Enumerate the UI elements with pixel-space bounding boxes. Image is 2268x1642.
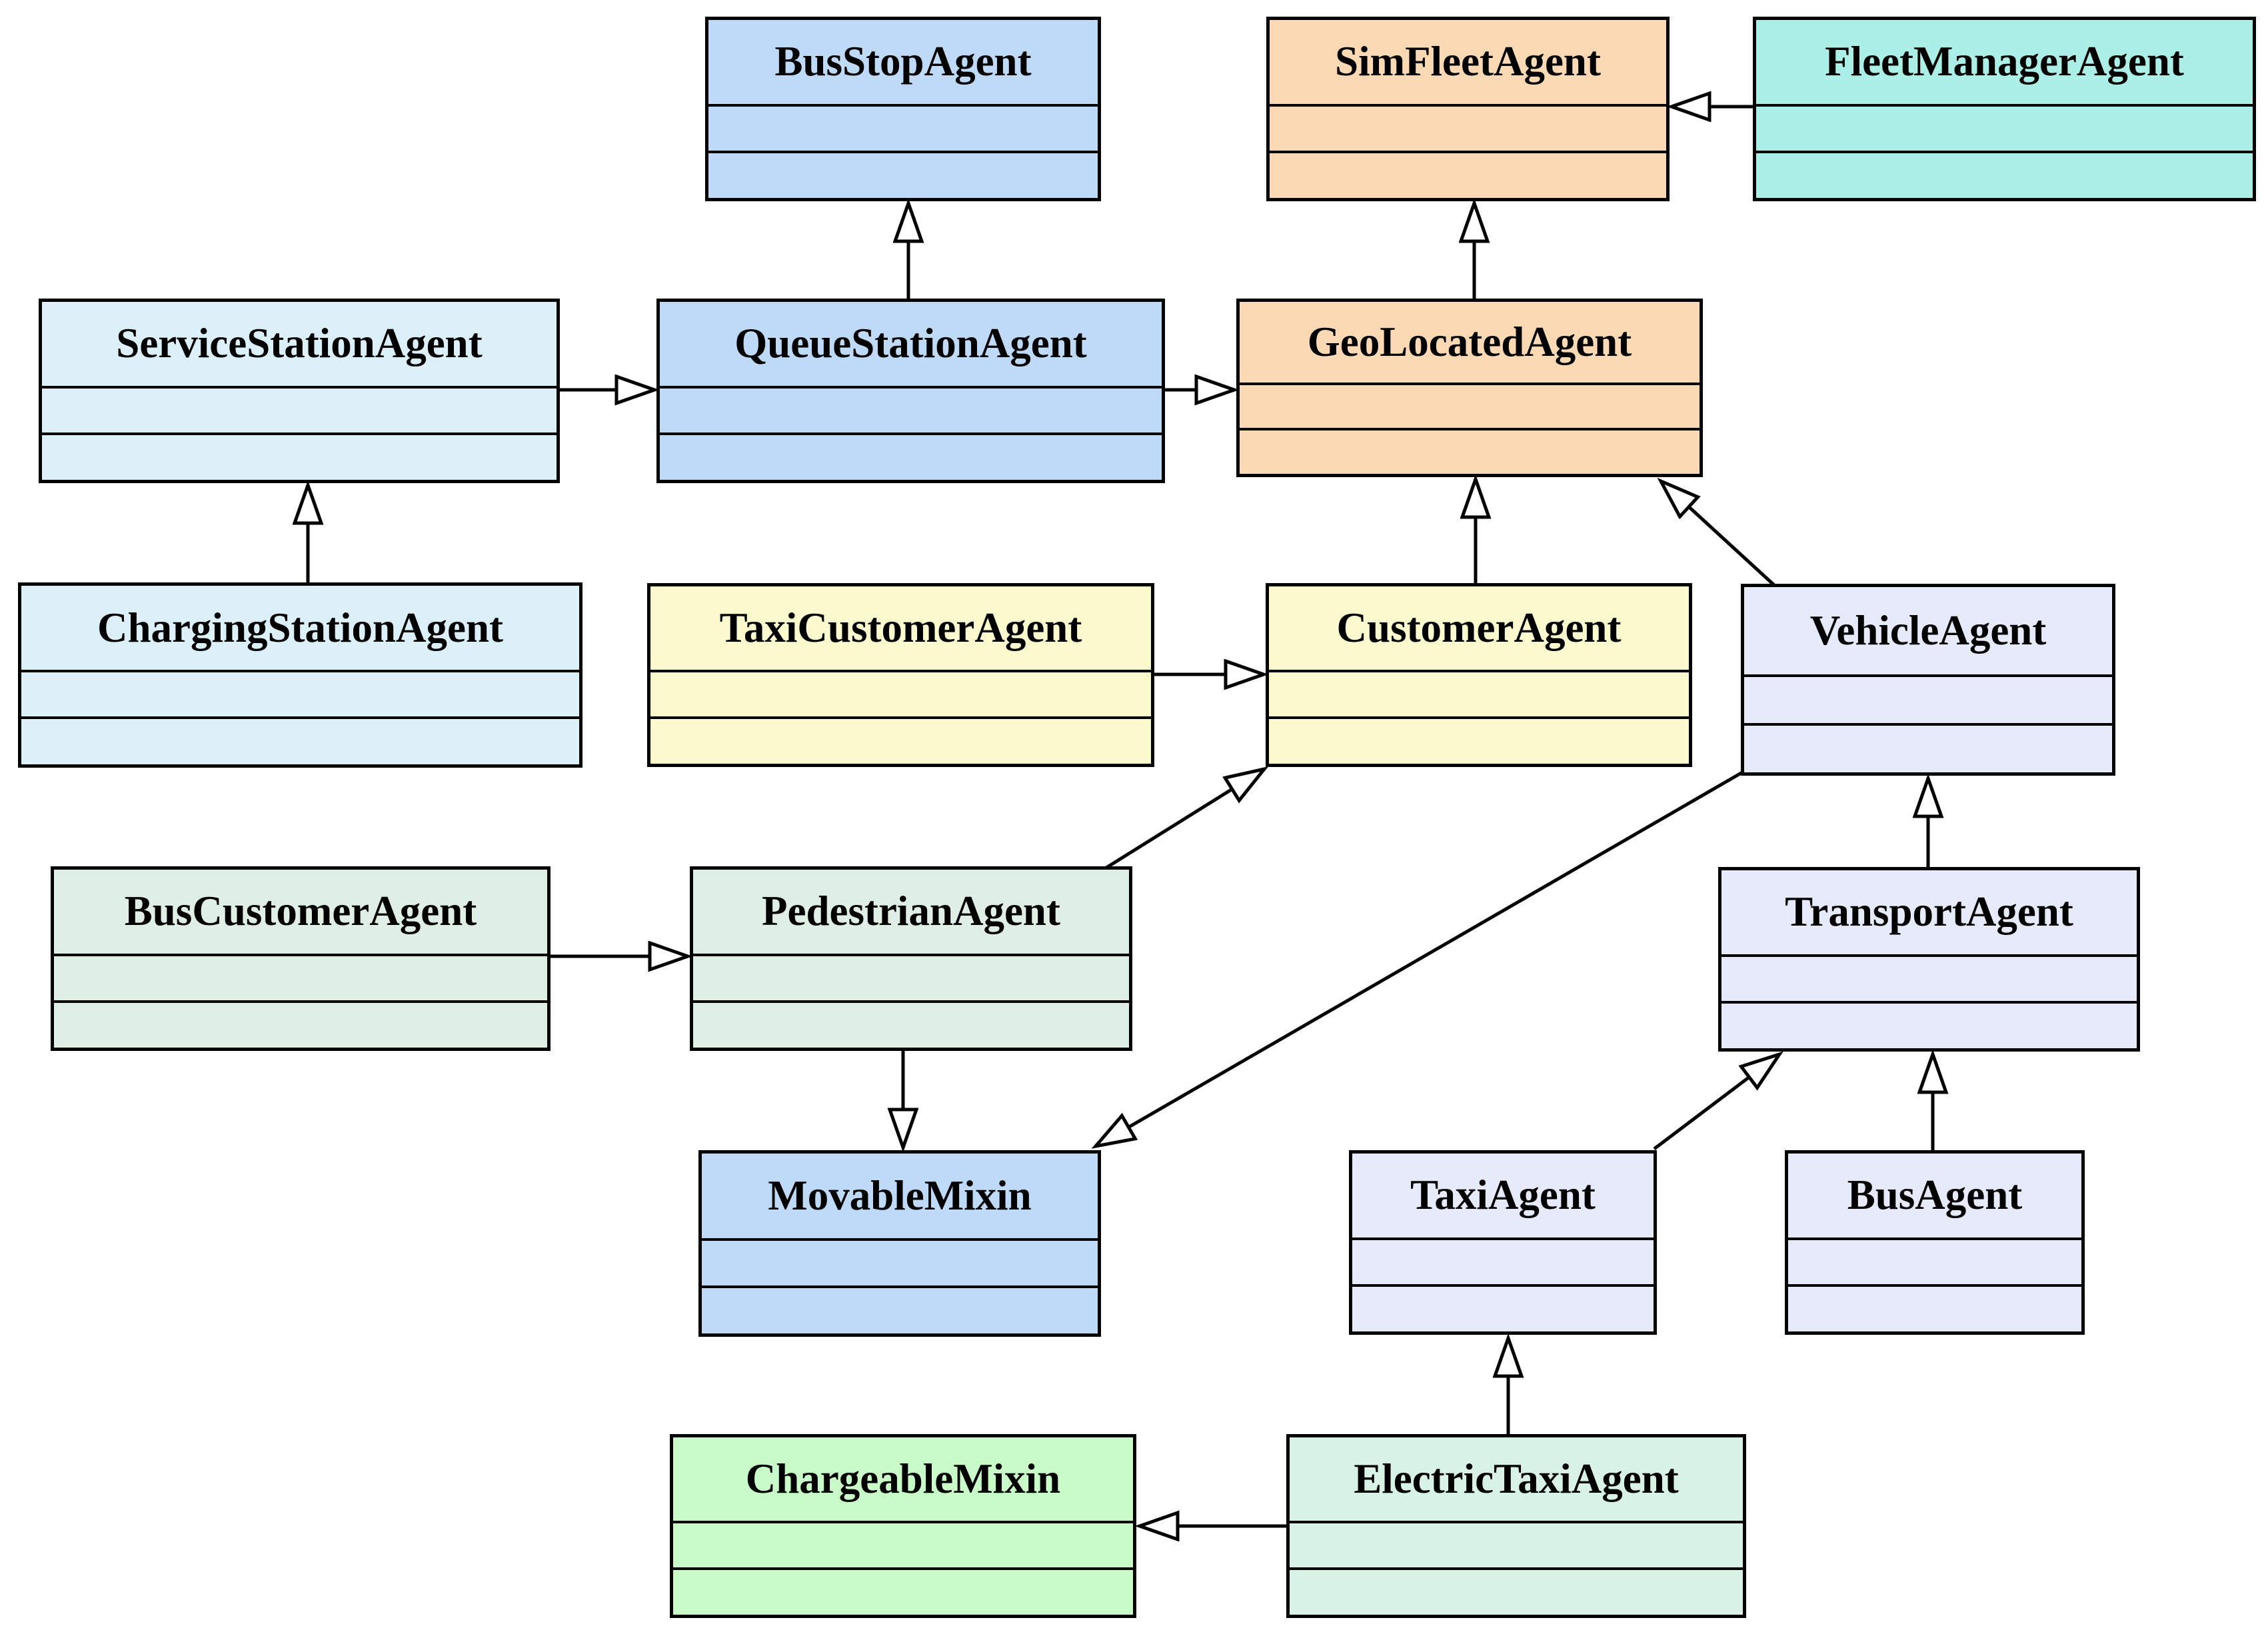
methods-compartment — [1721, 1000, 2137, 1048]
attributes-compartment — [1269, 670, 1689, 716]
class-box-bus-stop-agent: BusStopAgent — [705, 17, 1101, 201]
methods-compartment — [673, 1567, 1133, 1615]
class-box-customer-agent: CustomerAgent — [1266, 583, 1692, 767]
attributes-compartment — [1721, 954, 2137, 1001]
class-title: MovableMixin — [768, 1172, 1032, 1220]
class-box-taxi-customer-agent: TaxiCustomerAgent — [647, 583, 1154, 767]
attributes-compartment — [702, 1238, 1098, 1285]
class-box-movable-mixin: MovableMixin — [698, 1150, 1101, 1337]
attributes-compartment — [650, 670, 1151, 716]
class-box-pedestrian-agent: PedestrianAgent — [690, 866, 1132, 1051]
edge-taxiagent-to-transportagent — [1653, 1054, 1779, 1150]
methods-compartment — [1240, 428, 1700, 474]
methods-compartment — [1788, 1283, 2081, 1331]
class-title: BusStopAgent — [774, 38, 1032, 85]
methods-compartment — [660, 432, 1162, 480]
class-title: TaxiCustomerAgent — [719, 604, 1082, 652]
attributes-compartment — [21, 670, 579, 716]
class-title: CustomerAgent — [1336, 604, 1622, 652]
class-box-geo-located-agent: GeoLocatedAgent — [1236, 299, 1703, 477]
class-box-queue-station-agent: QueueStationAgent — [656, 299, 1165, 483]
methods-compartment — [1270, 150, 1666, 198]
methods-compartment — [42, 432, 557, 480]
attributes-compartment — [54, 953, 547, 1000]
attributes-compartment — [708, 103, 1098, 151]
class-title: GeoLocatedAgent — [1307, 319, 1632, 366]
class-box-bus-agent: BusAgent — [1785, 1150, 2085, 1335]
edge-vehicleagent-to-movablemixin — [1096, 770, 1745, 1146]
class-box-service-station-agent: ServiceStationAgent — [39, 299, 560, 483]
class-title: ChargeableMixin — [745, 1455, 1061, 1503]
methods-compartment — [702, 1285, 1098, 1333]
class-title: BusCustomerAgent — [124, 888, 477, 935]
class-box-electric-taxi-agent: ElectricTaxiAgent — [1286, 1434, 1746, 1618]
class-title: ElectricTaxiAgent — [1354, 1455, 1679, 1503]
edge-pedestrianagent-to-customeragent — [1105, 769, 1264, 870]
attributes-compartment — [693, 953, 1129, 1000]
class-title: ChargingStationAgent — [97, 604, 504, 651]
class-box-transport-agent: TransportAgent — [1718, 867, 2140, 1052]
class-box-chargeable-mixin: ChargeableMixin — [670, 1434, 1136, 1618]
class-title: VehicleAgent — [1809, 606, 2047, 654]
methods-compartment — [54, 1000, 547, 1048]
attributes-compartment — [1352, 1237, 1654, 1284]
attributes-compartment — [1744, 674, 2112, 723]
methods-compartment — [650, 716, 1151, 764]
attributes-compartment — [1240, 383, 1700, 428]
attributes-compartment — [1756, 103, 2253, 151]
class-title: PedestrianAgent — [762, 888, 1060, 935]
attributes-compartment — [673, 1521, 1133, 1567]
attributes-compartment — [660, 385, 1162, 432]
class-box-taxi-agent: TaxiAgent — [1349, 1150, 1657, 1335]
edge-vehicleagent-to-geolocatedagent — [1661, 481, 1775, 586]
attributes-compartment — [1788, 1237, 2081, 1284]
attributes-compartment — [42, 385, 557, 432]
methods-compartment — [708, 150, 1098, 198]
methods-compartment — [1744, 722, 2112, 772]
attributes-compartment — [1270, 103, 1666, 151]
class-title: BusAgent — [1847, 1172, 2023, 1219]
methods-compartment — [1269, 716, 1689, 764]
methods-compartment — [1352, 1283, 1654, 1331]
methods-compartment — [21, 716, 579, 764]
class-title: QueueStationAgent — [734, 320, 1087, 367]
class-title: ServiceStationAgent — [116, 320, 483, 367]
class-box-bus-customer-agent: BusCustomerAgent — [51, 866, 551, 1051]
class-box-fleet-manager-agent: FleetManagerAgent — [1753, 17, 2256, 201]
class-title: FleetManagerAgent — [1825, 38, 2184, 85]
class-title: TransportAgent — [1785, 888, 2073, 936]
methods-compartment — [693, 1000, 1129, 1048]
class-box-vehicle-agent: VehicleAgent — [1741, 584, 2115, 776]
class-box-sim-fleet-agent: SimFleetAgent — [1266, 17, 1670, 201]
methods-compartment — [1290, 1567, 1743, 1615]
attributes-compartment — [1290, 1521, 1743, 1567]
class-title: SimFleetAgent — [1335, 38, 1601, 85]
class-box-charging-station-agent: ChargingStationAgent — [18, 582, 582, 768]
class-title: TaxiAgent — [1410, 1172, 1596, 1219]
methods-compartment — [1756, 150, 2253, 198]
